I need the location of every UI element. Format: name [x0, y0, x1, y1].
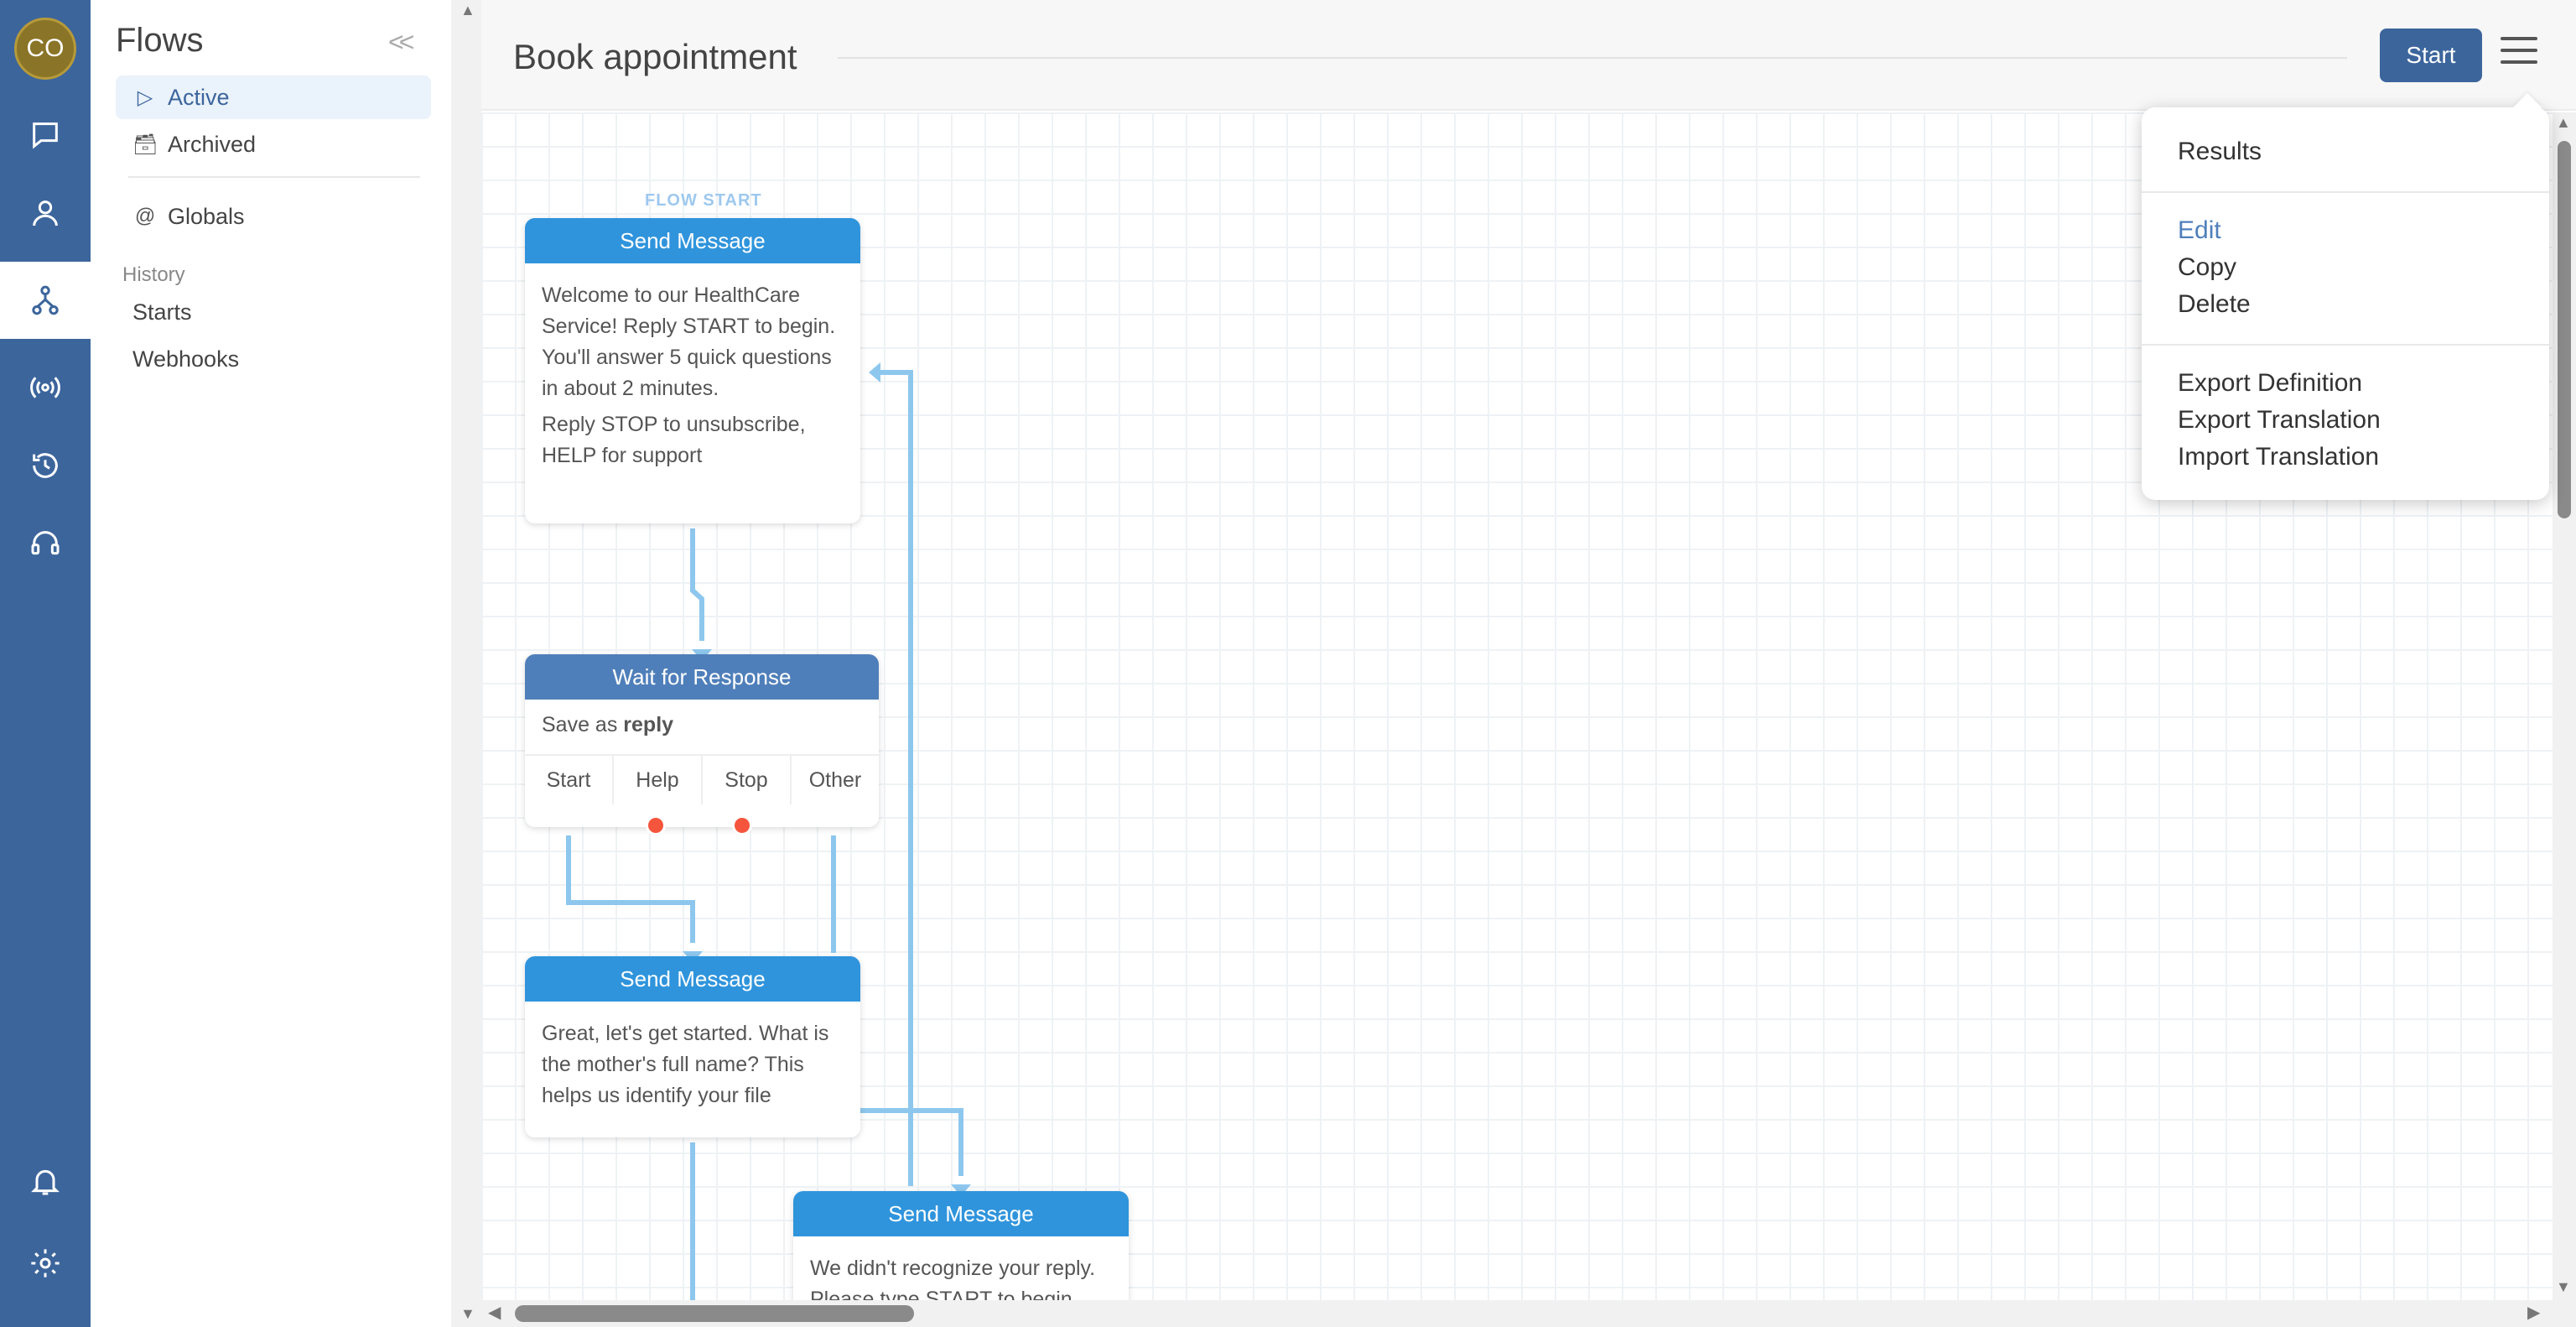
sidebar-title: Flows	[116, 22, 204, 59]
wire-arrowhead	[951, 1184, 971, 1196]
settings-button[interactable]	[0, 1225, 91, 1302]
avatar[interactable]: CO	[14, 18, 76, 80]
menu-divider	[2142, 344, 2549, 346]
node-body: Save as reply	[525, 700, 879, 754]
flow-options-menu: Results Edit Copy Delete Export Definiti…	[2142, 107, 2549, 500]
wire-loop-back	[880, 370, 913, 1186]
chat-icon	[33, 122, 58, 149]
history-icon	[33, 453, 58, 478]
wait-for-response-node[interactable]: Wait for Response Save as reply Start He…	[525, 654, 879, 827]
node-header: Send Message	[793, 1191, 1129, 1236]
node-header: Send Message	[525, 218, 860, 263]
sidebar-item-label: Archived	[168, 131, 257, 157]
canvas-horizontal-scrollbar[interactable]: ◀ ▶	[481, 1300, 2576, 1327]
contacts-icon	[33, 200, 58, 226]
menu-item-edit[interactable]: Edit	[2178, 216, 2221, 244]
collapse-sidebar-icon[interactable]: <<	[388, 27, 414, 57]
sidebar-item-label: Active	[168, 84, 230, 110]
broadcast-icon	[30, 377, 60, 398]
sidebar-scrollbar[interactable]: ▲ ▼	[451, 0, 481, 1327]
page-title: Book appointment	[513, 37, 797, 76]
wire-arrowhead	[869, 362, 880, 382]
send-message-node-name[interactable]: Send Message Great, let's get started. W…	[525, 956, 860, 1137]
flow-start-label: FLOW START	[645, 191, 762, 210]
save-as-variable: reply	[623, 713, 674, 736]
sidebar-item-active[interactable]: ▷ Active	[116, 75, 431, 119]
scrollbar-thumb[interactable]	[515, 1305, 914, 1322]
flow-header: Book appointment Start	[481, 0, 2576, 111]
node-body: Welcome to our HealthCare Service! Reply…	[525, 263, 860, 488]
support-button[interactable]	[0, 505, 91, 582]
message-text: We didn't recognize your reply. Please t…	[810, 1257, 1096, 1300]
menu-item-delete[interactable]: Delete	[2178, 290, 2251, 318]
wire-msg2-to-msg3	[860, 1108, 963, 1176]
play-icon: ▷	[137, 86, 153, 109]
chat-button[interactable]	[0, 96, 91, 174]
history-button[interactable]	[0, 427, 91, 504]
wire-start-to-wait	[690, 528, 704, 641]
scroll-left-arrow-icon[interactable]: ◀	[488, 1304, 501, 1322]
exit-stop[interactable]: Stop	[703, 756, 792, 804]
node-header: Send Message	[525, 956, 860, 1002]
menu-divider	[2142, 191, 2549, 193]
exit-help-dot[interactable]	[646, 815, 666, 835]
gear-icon	[31, 1249, 60, 1278]
message-text: Great, let's get started. What is the mo…	[542, 1022, 829, 1107]
exit-help[interactable]: Help	[614, 756, 703, 804]
send-message-node-unrecognized[interactable]: Send Message We didn't recognize your re…	[793, 1191, 1129, 1300]
exit-other[interactable]: Other	[808, 768, 862, 792]
scrollbar-thumb[interactable]	[2558, 141, 2571, 518]
menu-item-results[interactable]: Results	[2178, 138, 2262, 165]
message-text: Reply STOP to unsubscribe, HELP for supp…	[542, 413, 806, 467]
broadcast-button[interactable]	[0, 349, 91, 426]
sidebar-divider	[128, 176, 420, 178]
scroll-down-arrow-icon[interactable]: ▼	[2556, 1278, 2571, 1295]
flows-icon	[32, 285, 59, 315]
send-message-node-welcome[interactable]: Send Message Welcome to our HealthCare S…	[525, 218, 860, 523]
canvas-vertical-scrollbar[interactable]: ▲ ▼	[2553, 112, 2576, 1300]
scroll-down-arrow-icon[interactable]: ▼	[460, 1305, 475, 1322]
sidebar-item-starts[interactable]: Starts	[116, 290, 431, 334]
sidebar-item-label: Starts	[132, 299, 192, 325]
notifications-button[interactable]	[0, 1142, 91, 1220]
archive-icon: 🗃︎	[132, 133, 158, 156]
menu-item-export-translation[interactable]: Export Translation	[2178, 406, 2381, 434]
sidebar-item-webhooks[interactable]: Webhooks	[116, 337, 431, 381]
start-button[interactable]: Start	[2380, 29, 2482, 82]
menu-item-export-definition[interactable]: Export Definition	[2178, 369, 2363, 397]
exit-stop-dot[interactable]	[732, 815, 752, 835]
at-icon: @	[134, 205, 156, 227]
scroll-up-arrow-icon[interactable]: ▲	[2556, 114, 2571, 131]
wire-start-exit	[566, 835, 695, 943]
history-heading: History	[122, 263, 185, 286]
sidebar: Flows << ▷ Active 🗃︎ Archived @ Globals …	[91, 0, 451, 1327]
contacts-button[interactable]	[0, 174, 91, 252]
support-icon	[31, 531, 60, 555]
node-header: Wait for Response	[525, 654, 879, 700]
nav-rail: CO	[0, 0, 91, 1327]
sidebar-item-label: Globals	[168, 203, 245, 229]
message-text: Welcome to our HealthCare Service! Reply…	[542, 284, 836, 400]
flows-button[interactable]	[0, 262, 91, 339]
exit-list: Start Help Stop Other	[525, 754, 879, 804]
scroll-right-arrow-icon[interactable]: ▶	[2527, 1304, 2541, 1322]
sidebar-item-label: Webhooks	[132, 346, 240, 372]
exit-start[interactable]: Start	[525, 756, 614, 804]
save-as-label: Save as	[542, 713, 618, 736]
header-divider	[838, 57, 2347, 59]
node-body: We didn't recognize your reply. Please t…	[793, 1236, 1129, 1300]
scroll-up-arrow-icon[interactable]: ▲	[460, 2, 475, 18]
bell-icon	[31, 1169, 60, 1195]
hamburger-menu-icon[interactable]	[2501, 37, 2537, 70]
sidebar-item-archived[interactable]: 🗃︎ Archived	[116, 122, 431, 166]
menu-item-import-translation[interactable]: Import Translation	[2178, 443, 2380, 471]
sidebar-item-globals[interactable]: @ Globals	[116, 195, 431, 238]
menu-item-copy[interactable]: Copy	[2178, 253, 2237, 281]
node-body: Great, let's get started. What is the mo…	[525, 1002, 860, 1128]
